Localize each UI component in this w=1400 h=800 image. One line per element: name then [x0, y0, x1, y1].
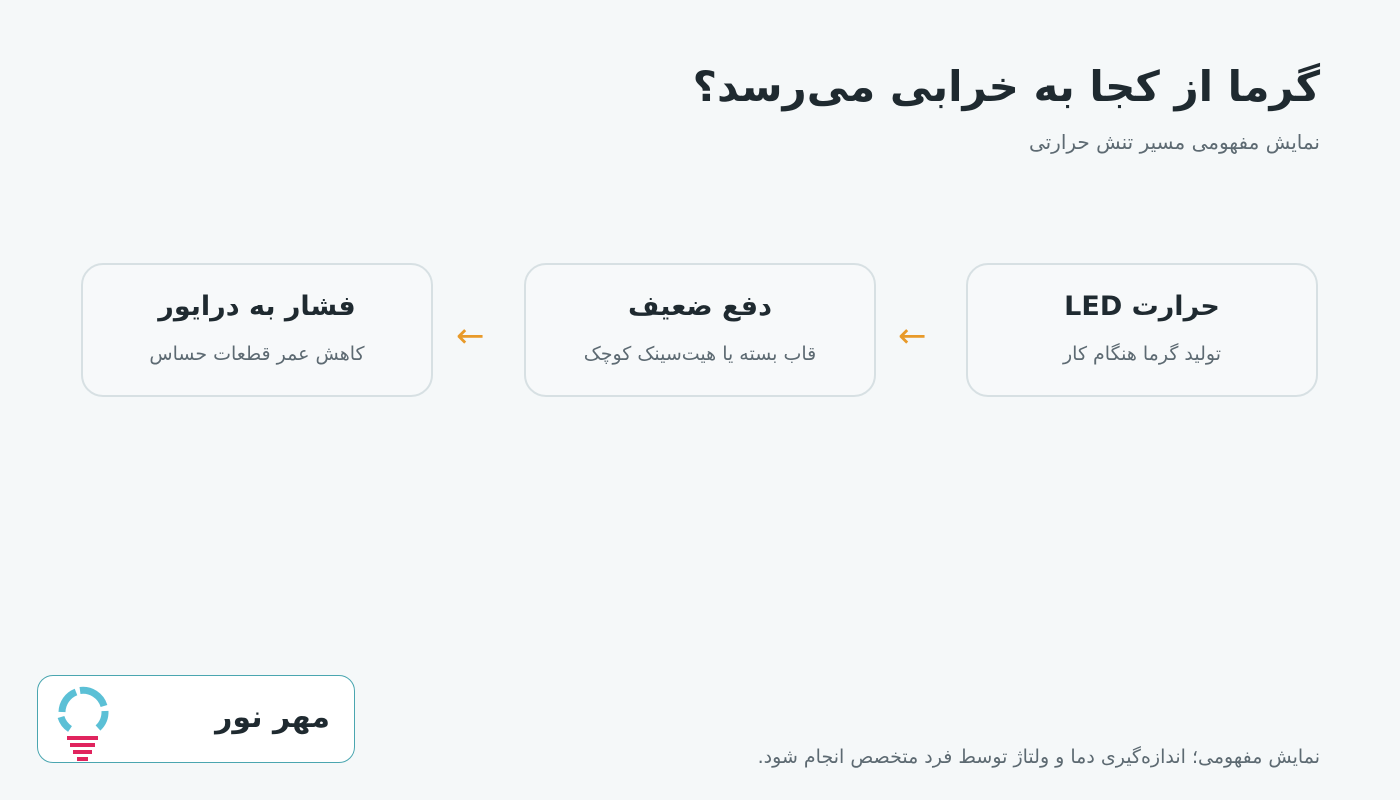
flow-step-led-heat: حرارت LED تولید گرما هنگام کار	[966, 263, 1318, 397]
page-title: گرما از کجا به خرابی می‌رسد؟	[692, 62, 1320, 111]
footnote-disclaimer: نمایش مفهومی؛ اندازه‌گیری دما و ولتاژ تو…	[757, 746, 1320, 768]
flow-step-poor-dissipation: دفع ضعیف قاب بسته یا هیت‌سینک کوچک	[524, 263, 876, 397]
brand-name: مهر نور	[215, 700, 330, 735]
bulb-logo-icon	[54, 684, 114, 764]
flow-step-subtitle: قاب بسته یا هیت‌سینک کوچک	[583, 343, 817, 365]
flow-step-title: دفع ضعیف	[628, 291, 772, 322]
flow-step-title: فشار به درایور	[158, 291, 356, 322]
flow-step-title: حرارت LED	[1064, 291, 1220, 322]
flow-step-subtitle: کاهش عمر قطعات حساس	[149, 343, 365, 365]
brand-badge: مهر نور	[37, 675, 355, 763]
flow-arrow-icon: ←	[456, 316, 485, 356]
flow-arrow-icon: ←	[898, 316, 927, 356]
flow-step-driver-stress: فشار به درایور کاهش عمر قطعات حساس	[81, 263, 433, 397]
flow-step-subtitle: تولید گرما هنگام کار	[1062, 343, 1222, 365]
page-subtitle: نمایش مفهومی مسیر تنش حرارتی	[1028, 130, 1320, 154]
